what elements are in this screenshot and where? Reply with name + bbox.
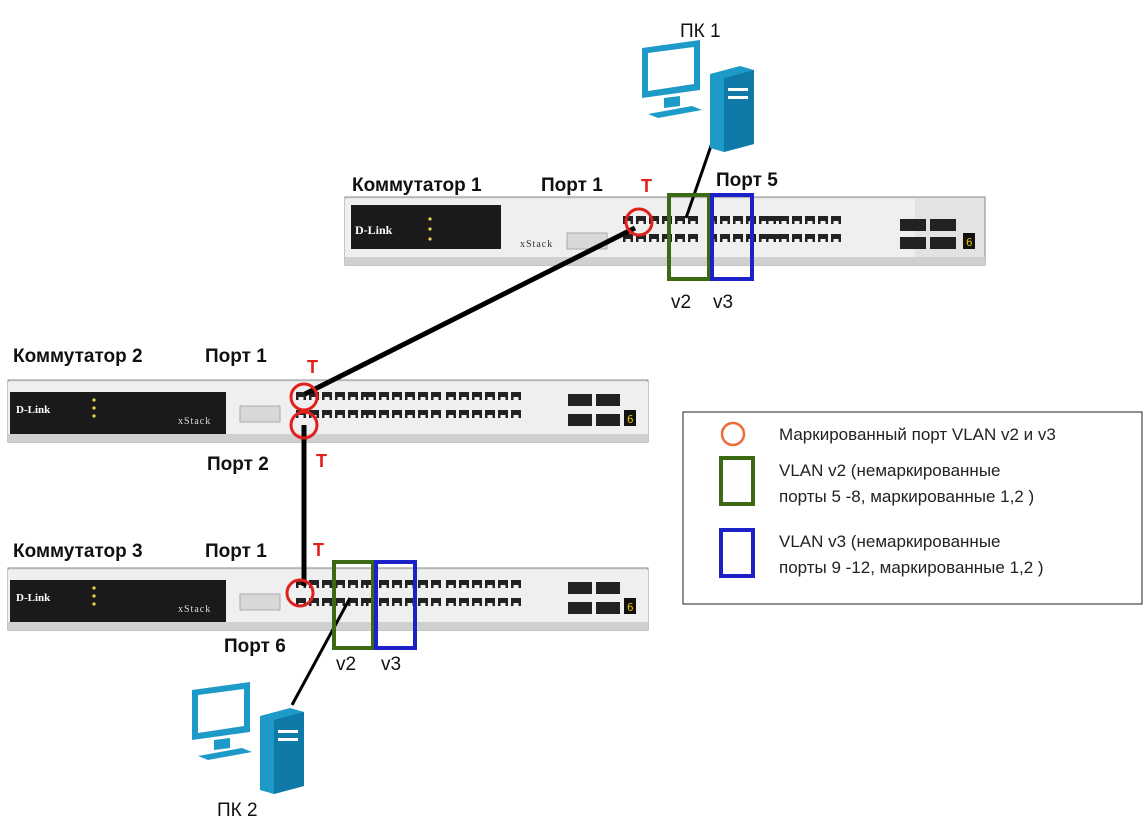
switch3-port6-label: Порт 6 bbox=[224, 636, 286, 657]
pc1-label: ПК 1 bbox=[680, 21, 721, 42]
vlan2-box-sw1 bbox=[667, 193, 711, 281]
legend-item-vlan3-line2: порты 9 -12, маркированные 1,2 ) bbox=[779, 558, 1044, 577]
svg-text:6: 6 bbox=[627, 413, 634, 426]
pc2-cable bbox=[290, 597, 352, 706]
legend-item-vlan3-line1: VLAN v3 (немаркированные bbox=[779, 532, 1001, 551]
legend-item-vlan2-line1: VLAN v2 (немаркированные bbox=[779, 461, 1001, 480]
switch-1: D-Link xStack 6 bbox=[344, 196, 986, 266]
switch3-title: Коммутатор 3 bbox=[13, 541, 143, 562]
svg-text:xStack: xStack bbox=[178, 416, 211, 427]
tagged-port-ring-sw3-p1 bbox=[285, 578, 315, 608]
tagged-mark-sw2-p2: T bbox=[316, 451, 327, 471]
switch1-port5-label: Порт 5 bbox=[716, 170, 778, 191]
brand-logo: D-Link bbox=[16, 404, 51, 416]
svg-text:6: 6 bbox=[966, 236, 973, 249]
pc1-cable bbox=[684, 142, 714, 219]
switch1-port1-label: Порт 1 bbox=[541, 175, 603, 196]
legend-item-vlan2-line2: порты 5 -8, маркированные 1,2 ) bbox=[779, 487, 1034, 506]
switch1-vlan2-label: v2 bbox=[671, 292, 691, 313]
pc2-label: ПК 2 bbox=[217, 800, 258, 821]
switch3-port1-label: Порт 1 bbox=[205, 541, 267, 562]
brand-logo: D-Link bbox=[16, 592, 51, 604]
device-front-panel bbox=[10, 580, 226, 622]
vlan3-box-sw1 bbox=[710, 193, 754, 281]
legend-item-tagged: Маркированный порт VLAN v2 и v3 bbox=[779, 425, 1056, 444]
switch1-title: Коммутатор 1 bbox=[352, 175, 482, 196]
tagged-mark-sw3: T bbox=[313, 540, 324, 560]
trunk-cable-sw1-sw2 bbox=[303, 225, 637, 397]
legend-vlan2-box bbox=[719, 456, 755, 506]
pc1-icon bbox=[642, 40, 754, 152]
legend-vlan3-box bbox=[719, 528, 755, 578]
switch3-vlan3-label: v3 bbox=[381, 654, 401, 675]
tagged-port-ring-sw1-p1 bbox=[624, 207, 654, 237]
pc2-icon bbox=[192, 682, 304, 794]
tagged-port-ring-sw2-p1 bbox=[289, 382, 319, 412]
switch2-title: Коммутатор 2 bbox=[13, 346, 143, 367]
device-front-panel bbox=[10, 392, 226, 434]
brand-logo: D-Link bbox=[355, 223, 393, 237]
device-front-panel bbox=[351, 205, 501, 249]
switch2-port2-label: Порт 2 bbox=[207, 454, 269, 475]
svg-text:6: 6 bbox=[627, 601, 634, 614]
switch1-vlan3-label: v3 bbox=[713, 292, 733, 313]
svg-text:xStack: xStack bbox=[178, 604, 211, 615]
switch2-port1-label: Порт 1 bbox=[205, 346, 267, 367]
vlan3-box-sw3 bbox=[374, 560, 417, 650]
legend: Маркированный порт VLAN v2 и v3 VLAN v2 … bbox=[682, 411, 1143, 605]
switch-3: D-Link xStack 6 bbox=[7, 567, 649, 631]
legend-tagged-ring bbox=[720, 421, 746, 447]
vlan2-box-sw3 bbox=[332, 560, 375, 650]
tagged-mark-sw1: T bbox=[641, 176, 652, 196]
svg-text:xStack: xStack bbox=[520, 239, 553, 250]
tagged-mark-sw2-p1: T bbox=[307, 357, 318, 377]
tagged-port-ring-sw2-p2 bbox=[289, 410, 319, 440]
switch3-vlan2-label: v2 bbox=[336, 654, 356, 675]
switch-2: D-Link xStack 6 bbox=[7, 379, 649, 443]
